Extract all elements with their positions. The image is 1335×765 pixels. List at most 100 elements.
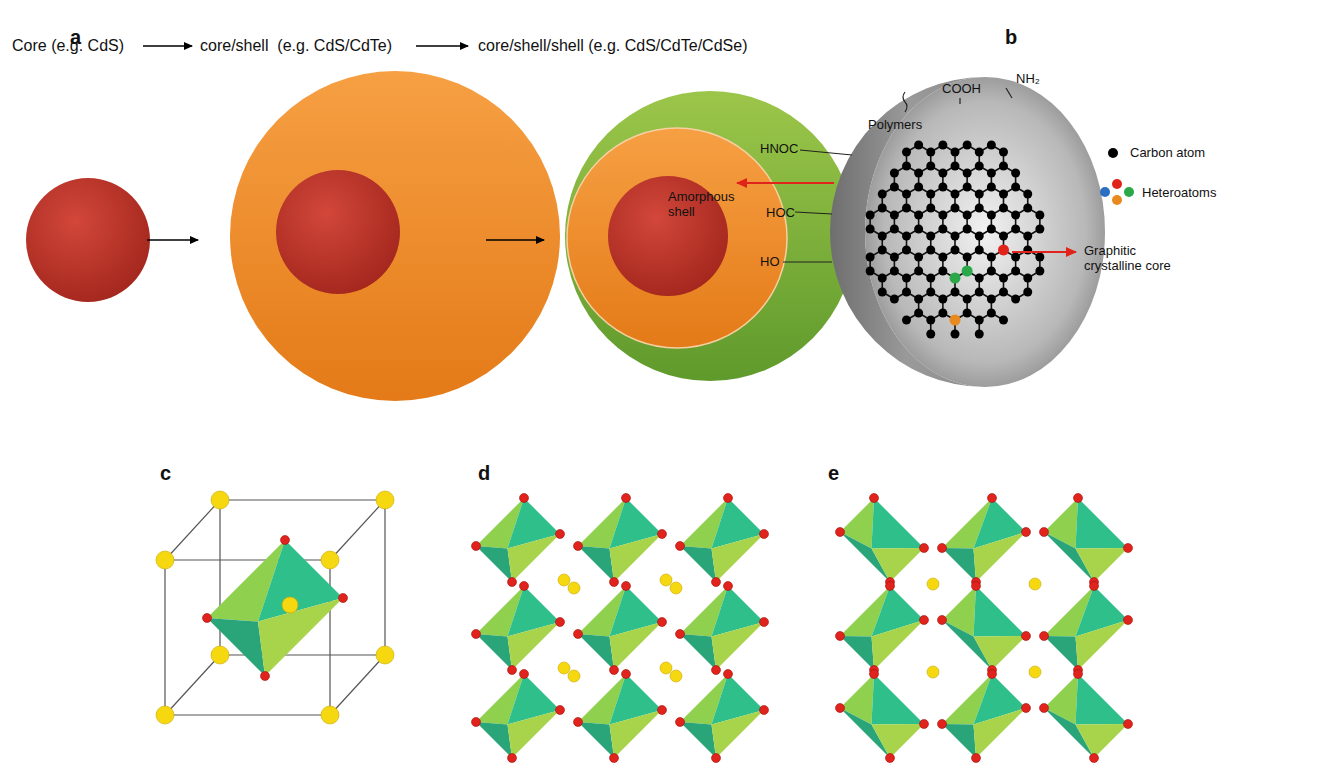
oxygen-atom [676,542,685,551]
part-label: Amorphous shell [668,190,748,220]
atom [963,225,972,234]
atom [1011,169,1020,178]
oxygen-atom [508,754,517,763]
panel-letter: b [1005,26,1017,49]
a-site-atom [558,662,570,674]
a-site-atom [211,491,229,509]
part-label: Graphitic crystalline core [1084,244,1194,274]
atom [951,190,960,199]
atom [1011,225,1020,234]
stage-label: core/shell (e.g. CdS/CdTe) [200,37,392,55]
octa-face [942,548,976,582]
atom [987,309,996,318]
atom [987,211,996,220]
atom [999,232,1008,241]
atom [902,232,911,241]
atom [926,162,935,171]
atom [963,295,972,304]
atom [890,267,899,276]
oxygen-atom [1090,582,1099,591]
octa-face [207,618,265,676]
atom [975,162,984,171]
a-site-atom [568,582,580,594]
atom [999,162,1008,171]
oxygen-atom [520,670,529,679]
oxygen-atom [622,494,631,503]
atom [914,183,923,192]
a-site-atom [568,670,580,682]
oxygen-atom [920,544,929,553]
atom [975,330,984,339]
oxygen-atom [972,754,981,763]
octa-face [974,586,1027,636]
atom [1011,295,1020,304]
oxygen-atom [712,578,721,587]
atom [987,295,996,304]
octa-face [476,546,512,582]
graphene-lattice [866,141,1045,339]
oxygen-atom [836,632,845,641]
octa-face [1076,620,1129,670]
atom [975,316,984,325]
atom [951,204,960,213]
oxygen-atom [556,706,565,715]
atom [975,274,984,283]
atom [1023,274,1032,283]
oxygen-atom [281,536,290,545]
a-site-atom [1029,578,1041,590]
atom [914,267,923,276]
a-site-atom [211,646,229,664]
a-site-atom [660,662,672,674]
octa-face [680,722,716,758]
atom [1011,211,1020,220]
octa-face [476,634,512,670]
atom [975,232,984,241]
atom [1023,204,1032,213]
octahedra-network-tilted [836,494,1133,763]
a-site-atom [558,574,570,586]
legend-text: Heteroatoms [1142,185,1216,200]
octa-face [942,586,976,636]
octa-face [508,622,561,670]
octa-face [1044,636,1078,670]
atom [890,183,899,192]
atom [987,169,996,178]
oxygen-atom [622,582,631,591]
oxygen-atom [203,614,212,623]
atom [926,316,935,325]
group-label: HNOC [760,142,798,157]
a-site-atom [670,582,682,594]
atom [914,225,923,234]
oxygen-atom [658,618,667,627]
octa-face [578,634,614,670]
oxygen-atom [1124,720,1133,729]
atom [987,225,996,234]
perovskite-unit-cell [165,500,385,715]
oxygen-atom [886,754,895,763]
atom [914,211,923,220]
oxygen-atom [1040,632,1049,641]
a-site-atom [1029,666,1041,678]
oxygen-atom [920,616,929,625]
atom [902,274,911,283]
octa-face [974,636,1027,670]
oxygen-atom [556,530,565,539]
atom [866,253,875,262]
legend-swatch [1108,148,1118,158]
atom [878,190,887,199]
a-site-atom [660,574,672,586]
atom [878,204,887,213]
atom [975,288,984,297]
atom [938,183,947,192]
a-site-atom [927,666,939,678]
oxygen-atom [574,718,583,727]
atom [926,148,935,157]
core-shell-diagram [26,46,855,401]
a-site-atom [156,706,174,724]
atom [926,190,935,199]
atom [951,288,960,297]
oxygen-atom [836,528,845,537]
atom [951,246,960,255]
group-label: COOH [942,82,981,97]
oxygen-atom [724,582,733,591]
